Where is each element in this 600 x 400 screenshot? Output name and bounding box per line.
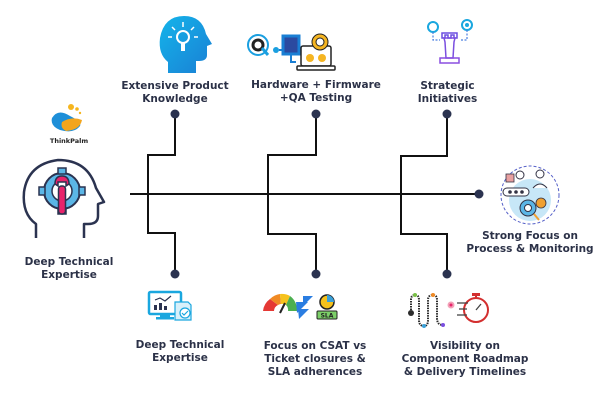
branch-3-top-dot	[442, 109, 452, 119]
branch-1-top-dot	[170, 109, 180, 119]
head-lightbulb-icon	[159, 16, 212, 73]
bottom-branch-label-2: Focus on CSAT vs Ticket closures & SLA a…	[263, 340, 367, 378]
monitor-analytics-icon	[147, 290, 192, 321]
thinkpalm-logo-icon	[51, 104, 82, 132]
top-branch-label-3: Strategic Initiatives	[417, 80, 478, 105]
csat-sla-icon: SLA	[263, 293, 338, 320]
branch-3-connector	[400, 109, 452, 279]
bottom-branch-label-3: Visibility on Component Roadmap & Delive…	[401, 340, 529, 378]
branch-2-connector	[267, 109, 321, 279]
spine-end-dot	[474, 189, 484, 199]
roadmap-timeline-icon	[408, 293, 489, 328]
sla-badge-text: SLA	[321, 313, 334, 320]
top-branch-label-2: Hardware + Firmware +QA Testing	[251, 79, 381, 104]
branch-1-connector	[147, 109, 180, 279]
end-label: Strong Focus on Process & Monitoring	[466, 230, 594, 255]
root-label: Deep Technical Expertise	[24, 256, 114, 281]
bottom-branch-label-1: Deep Technical Expertise	[135, 339, 225, 364]
head-gear-wrench-icon	[22, 158, 106, 238]
brand-name: ThinkPalm	[49, 137, 89, 145]
hardware-qa-icon	[247, 33, 336, 71]
branch-1-bottom-dot	[170, 269, 180, 279]
strategy-chess-icon	[427, 19, 473, 64]
top-branch-label-1: Extensive Product Knowledge	[121, 80, 229, 105]
branch-2-top-dot	[311, 109, 321, 119]
branch-2-bottom-dot	[311, 269, 321, 279]
branch-3-bottom-dot	[442, 269, 452, 279]
process-monitoring-icon	[500, 165, 560, 225]
